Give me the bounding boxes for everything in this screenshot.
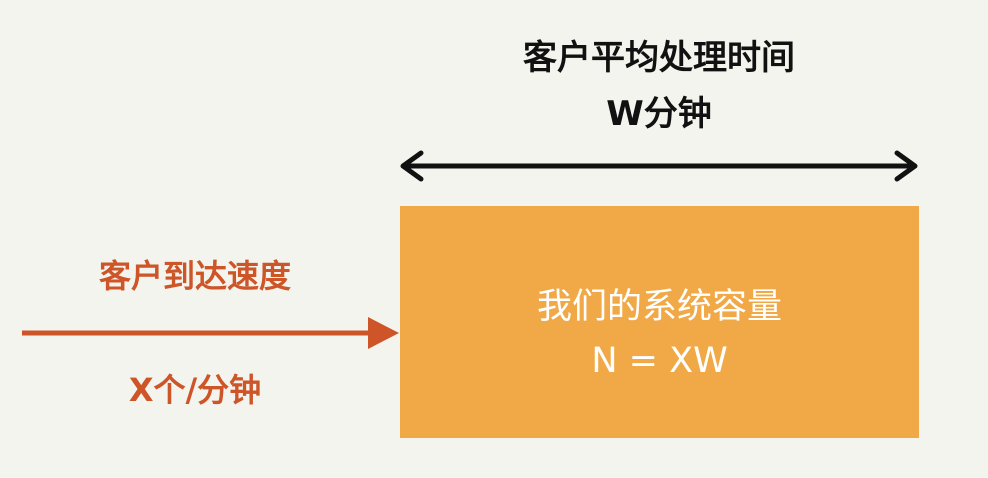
arrival-arrow bbox=[22, 317, 399, 349]
arrival-rate-value: X个/分钟 bbox=[128, 371, 262, 409]
processing-time-double-arrow bbox=[400, 150, 918, 182]
processing-time-value: W分钟 bbox=[606, 94, 712, 134]
system-capacity-box: 我们的系统容量 N = XW bbox=[400, 206, 919, 438]
system-capacity-formula: N = XW bbox=[591, 341, 728, 381]
system-capacity-title: 我们的系统容量 bbox=[536, 287, 782, 327]
processing-time-title: 客户平均处理时间 bbox=[523, 38, 795, 78]
arrival-rate-title: 客户到达速度 bbox=[98, 257, 291, 295]
